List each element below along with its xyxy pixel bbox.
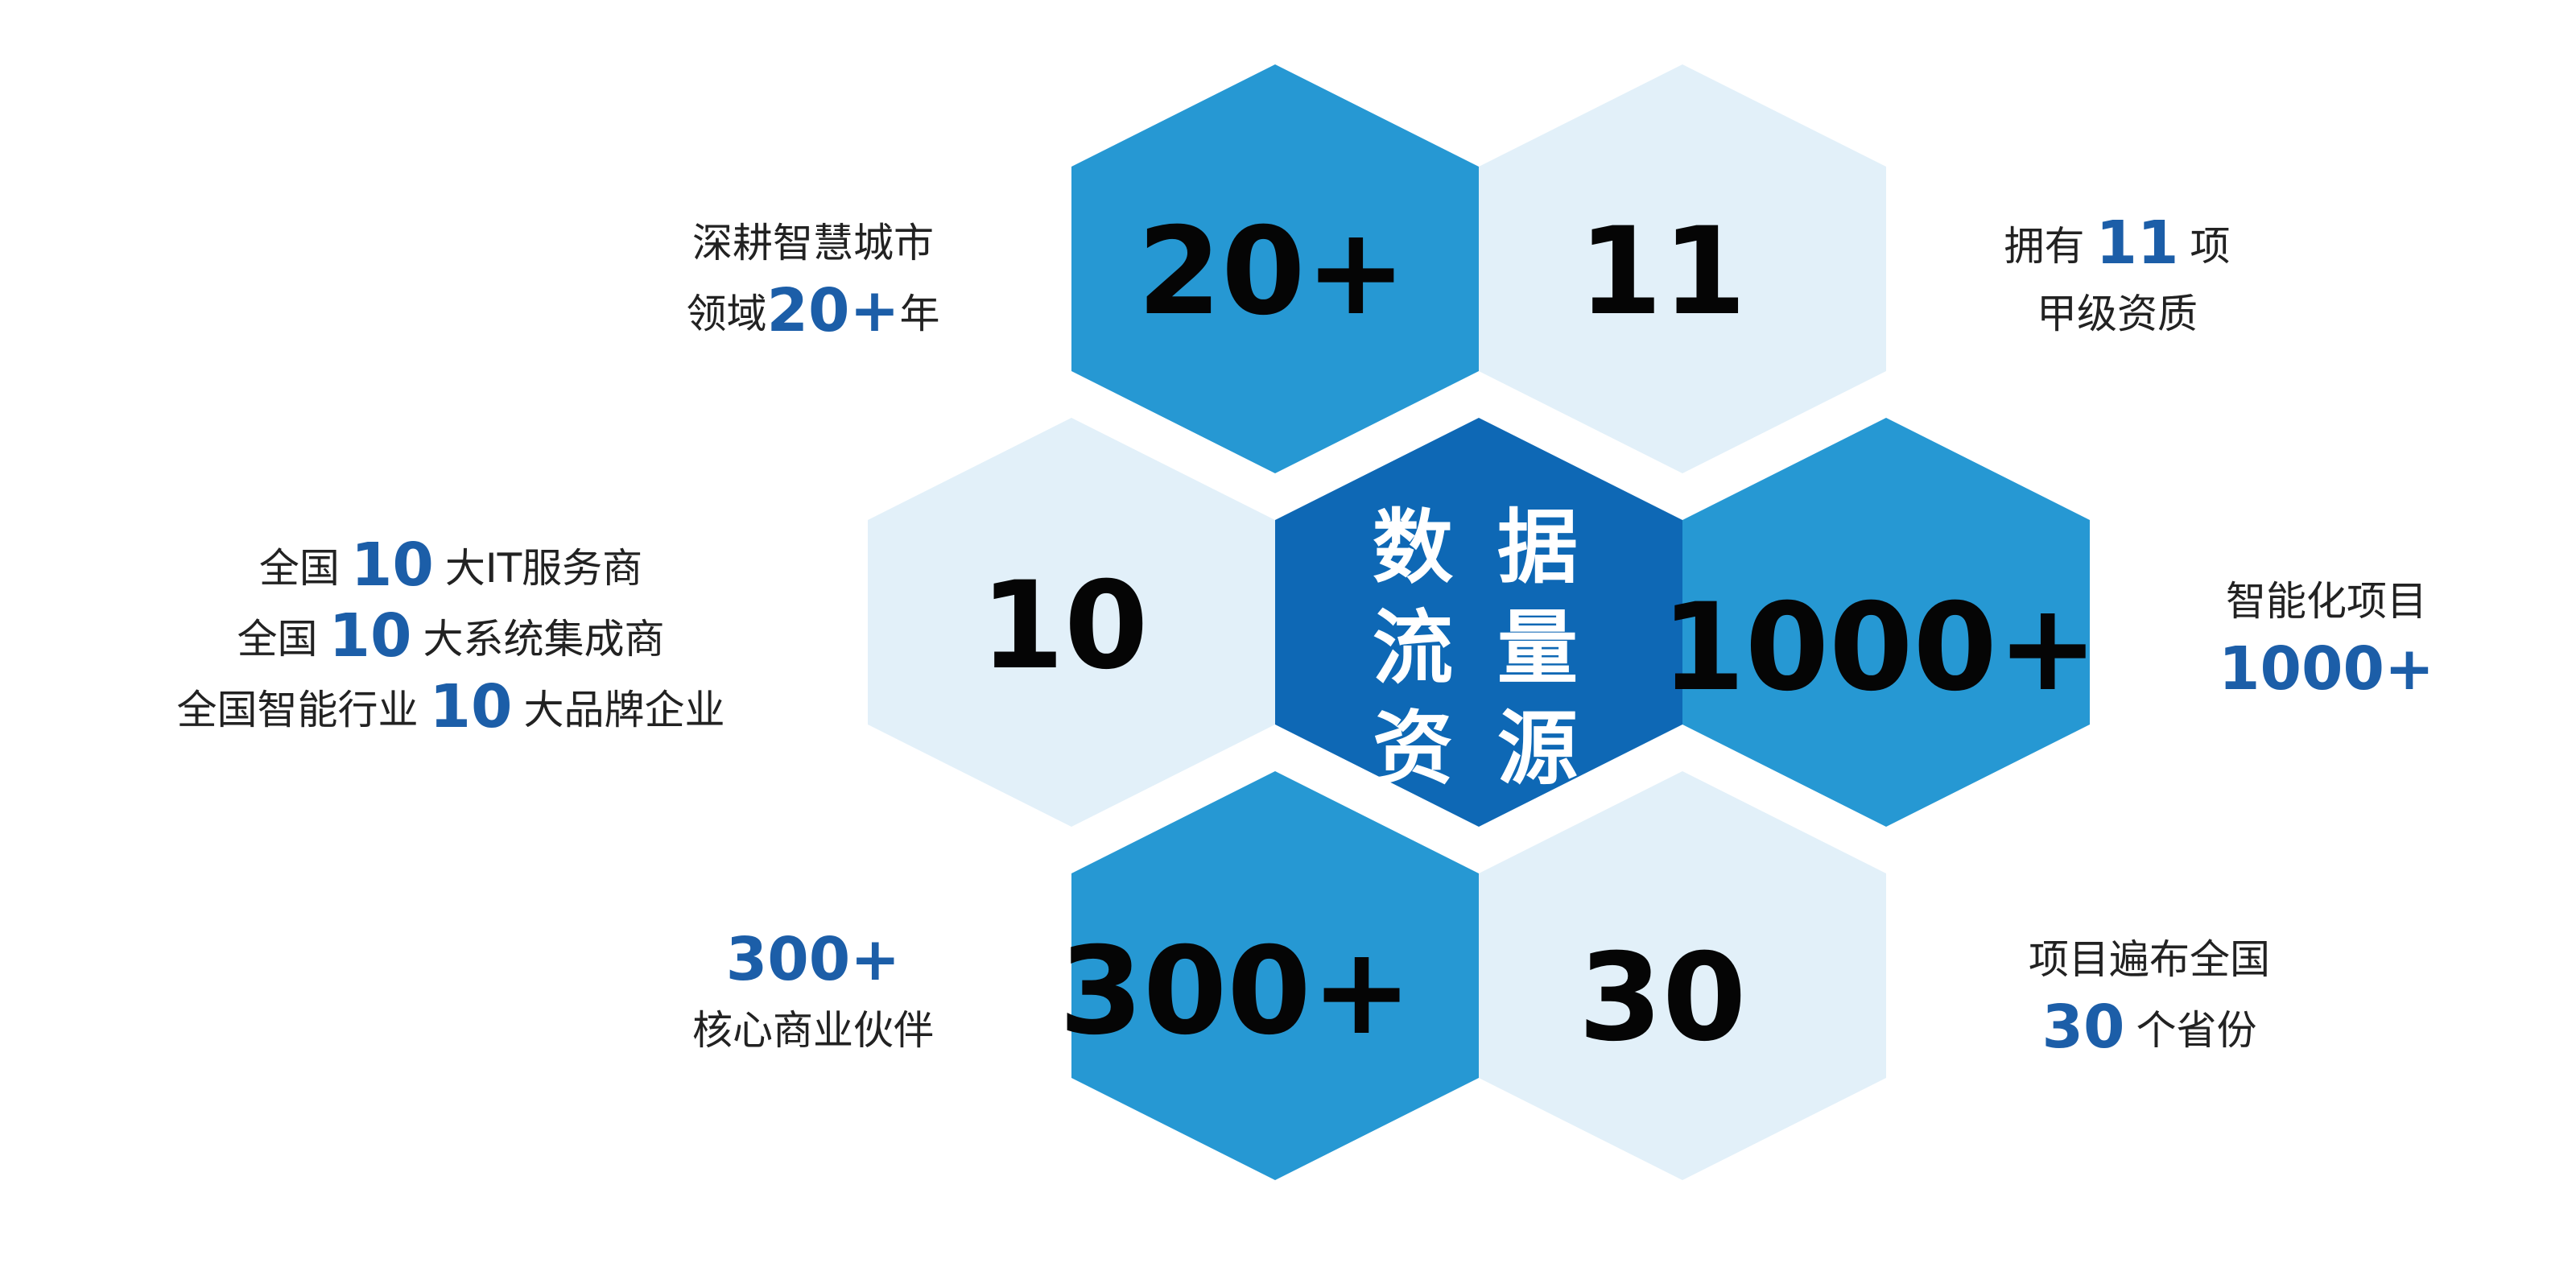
label-top-left-line1: 深耕智慧城市 [692,220,934,266]
hex-value-top-right: 11 [1579,202,1747,342]
label-middle-left-line1-suffix: 大IT服务商 [444,545,643,592]
hex-middle-right [1682,418,2090,827]
center-char-4: 量 [1497,601,1578,696]
label-top-right-line2: 甲级资质 [2037,291,2198,337]
label-bottom-left-number: 300+ [725,925,901,994]
label-middle-right: 智能化项目 1000+ [2125,568,2528,706]
label-middle-left-line3-suffix: 大品牌企业 [523,687,725,733]
center-char-1: 数 [1373,501,1453,595]
center-char-6: 源 [1497,702,1578,796]
label-top-left-line2: 领域20+年 [628,277,998,348]
label-middle-left-line2-suffix: 大系统集成商 [423,616,665,663]
center-char-3: 流 [1373,601,1453,696]
hex-value-middle-right: 1000+ [1661,578,2098,718]
hex-value-top-left: 20+ [1137,202,1406,342]
label-middle-right-number: 1000+ [2219,634,2434,704]
label-middle-left-line2-number: 10 [328,601,412,671]
label-middle-left-line2-prefix: 全国 [237,616,318,663]
center-char-2: 据 [1497,501,1578,595]
hex-bottom-left [1071,771,1479,1180]
label-top-left: 深耕智慧城市 领域20+年 [628,209,998,348]
label-bottom-right-number: 30 [2041,993,2125,1062]
label-top-right-suffix: 项 [2190,223,2231,270]
hex-top-left [1071,64,1479,473]
label-middle-right-line1: 智能化项目 [2226,578,2427,625]
label-bottom-right-suffix: 个省份 [2136,1007,2257,1054]
label-top-left-number: 20+ [766,276,900,345]
label-middle-left-line3-prefix: 全国智能行业 [176,687,419,733]
label-bottom-left-line1: 300+ [628,926,998,997]
label-top-right-number: 11 [2095,208,2179,278]
label-middle-left-line1-number: 10 [350,530,434,600]
label-bottom-left: 300+ 核心商业伙伴 [628,926,998,1064]
hex-middle-left [868,418,1275,827]
label-middle-left-line1-prefix: 全国 [258,545,340,592]
label-middle-right-line2: 1000+ [2125,635,2528,706]
hex-value-middle-left: 10 [980,556,1149,696]
hex-value-bottom-right: 30 [1579,928,1747,1068]
label-top-left-prefix: 领域 [686,291,767,337]
label-bottom-left-line2: 核心商业伙伴 [692,1007,934,1054]
hex-top-right [1479,64,1886,473]
hex-value-bottom-left: 300+ [1059,922,1413,1062]
label-top-right-prefix: 拥有 [2004,223,2085,270]
hex-center [1275,418,1682,827]
label-top-left-suffix: 年 [899,291,940,337]
hex-bottom-right [1479,771,1886,1180]
label-bottom-right-line1: 项目遍布全国 [2029,936,2270,983]
center-char-5: 资 [1373,702,1453,796]
label-middle-left-line3-number: 10 [429,672,513,741]
